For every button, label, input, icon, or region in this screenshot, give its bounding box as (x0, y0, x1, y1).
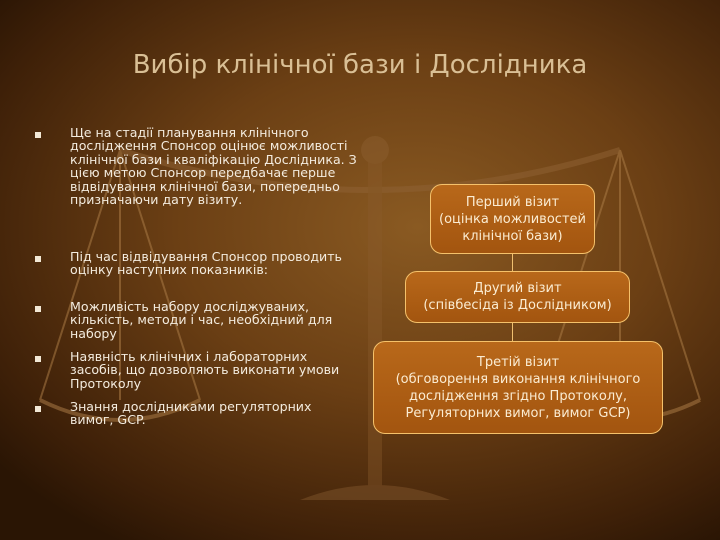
bullet-text: Знання дослідниками регуляторних вимог, … (70, 399, 312, 428)
bullet-item: Наявність клінічних і лабораторних засоб… (28, 350, 358, 400)
bullet-list: Ще на стадії планування клінічного дослі… (28, 126, 358, 427)
square-bullet-icon (35, 132, 41, 138)
square-bullet-icon (35, 256, 41, 262)
square-bullet-icon (35, 306, 41, 312)
third-visit-title: Третій візит (476, 354, 560, 370)
first-visit-box: Перший візит (оцінка можливостей клінічн… (430, 184, 595, 254)
third-visit-detail: Регуляторних вимог, вимог GCP) (405, 405, 631, 421)
square-bullet-icon (35, 406, 41, 412)
bullet-text: Наявність клінічних і лабораторних засоб… (70, 349, 340, 391)
first-visit-detail: (оцінка можливостей (439, 211, 586, 227)
bullet-text: Ще на стадії планування клінічного дослі… (70, 125, 357, 208)
slide-title: Вибір клінічної бази і Дослідника (132, 50, 588, 80)
connector-line (512, 323, 513, 341)
third-visit-detail: дослідження згідно Протоколу, (408, 388, 628, 404)
bullet-text: Можливість набору досліджуваних, кількіс… (70, 299, 333, 341)
third-visit-detail: (обговорення виконання клінічного (395, 371, 641, 387)
bullet-item: Знання дослідниками регуляторних вимог, … (28, 400, 358, 427)
connector-line (512, 253, 513, 271)
first-visit-title: Перший візит (465, 194, 560, 210)
second-visit-box: Другий візит (співбесіда із Дослідником) (405, 271, 630, 323)
bullet-item: Ще на стадії планування клінічного дослі… (28, 126, 358, 250)
first-visit-detail: клінічної бази) (462, 228, 563, 244)
square-bullet-icon (35, 356, 41, 362)
bullet-text: Під час відвідування Спонсор проводить о… (70, 249, 342, 278)
second-visit-title: Другий візит (473, 281, 562, 296)
second-visit-detail: (співбесіда із Дослідником) (423, 298, 612, 313)
bullet-item: Можливість набору досліджуваних, кількіс… (28, 300, 358, 350)
bullet-item: Під час відвідування Спонсор проводить о… (28, 250, 358, 300)
third-visit-box: Третій візит (обговорення виконання клін… (373, 341, 663, 434)
